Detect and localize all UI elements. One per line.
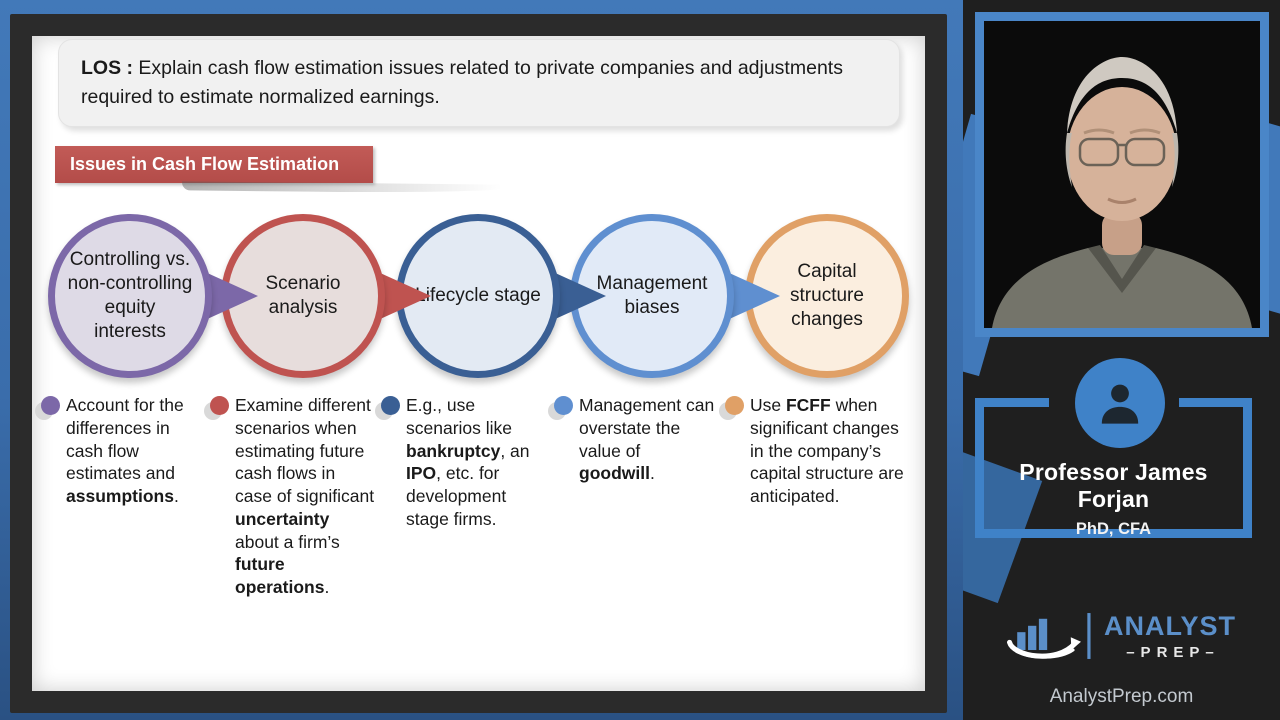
presenter-portrait: [984, 21, 1260, 328]
logo-wordmark: ANALYST –PREP–: [1104, 611, 1236, 661]
los-text: Explain cash flow estimation issues rela…: [81, 57, 843, 108]
note-capital-structure: Use FCFF when significant changes in the…: [719, 394, 907, 508]
section-banner: Issues in Cash Flow Estimation: [55, 146, 373, 183]
node-title: Scenario analysis: [265, 273, 341, 318]
node-circle: Controlling vs. non-controlling equity i…: [48, 214, 212, 378]
avatar: [1075, 358, 1165, 448]
professor-credentials: PhD, CFA: [1075, 520, 1152, 538]
website-link[interactable]: AnalystPrep.com: [1049, 686, 1194, 707]
note-text: Examine different scenarios when estimat…: [235, 395, 375, 597]
bullet-sphere-icon: [375, 396, 400, 420]
diagram-node-controlling-interests: Controlling vs. non-controlling equity i…: [48, 214, 258, 378]
professor-name: Professor James Forjan: [1019, 459, 1208, 512]
bullet-sphere-icon: [548, 396, 573, 420]
logo-prep-text: –PREP–: [1126, 644, 1220, 661]
logo-chart-icon: [1006, 613, 1091, 659]
note-controlling-interests: Account for the differences in cash flow…: [35, 394, 203, 508]
note-text: E.g., use scenarios like bankruptcy, an …: [406, 395, 530, 529]
bullet-sphere-icon: [204, 396, 229, 420]
note-text: Management can overstate the value of go…: [579, 395, 715, 484]
los-label: LOS :: [81, 57, 133, 79]
presenter-video[interactable]: [975, 12, 1269, 337]
slide-frame: LOS : Explain cash flow estimation issue…: [10, 14, 947, 713]
analystprep-logo: ANALYST –PREP–: [963, 596, 1280, 676]
node-title: Management biases: [596, 273, 708, 318]
bullet-sphere-icon: [719, 396, 744, 420]
note-scenario-analysis: Examine different scenarios when estimat…: [204, 394, 376, 599]
note-lifecycle-stage: E.g., use scenarios like bankruptcy, an …: [375, 394, 551, 531]
bullet-sphere-icon: [35, 396, 60, 420]
logo-analyst-text: ANALYST: [1103, 611, 1237, 641]
banner-shadow: [181, 181, 503, 194]
note-text: Account for the differences in cash flow…: [66, 395, 184, 506]
node-title: Lifecycle stage: [415, 285, 541, 307]
los-box: LOS : Explain cash flow estimation issue…: [58, 39, 900, 127]
node-title: Capital structure changes: [790, 261, 864, 330]
person-icon: [1101, 384, 1139, 424]
note-text: Use FCFF when significant changes in the…: [750, 395, 904, 506]
note-management-biases: Management can overstate the value of go…: [548, 394, 720, 485]
slide: LOS : Explain cash flow estimation issue…: [32, 36, 925, 691]
node-title: Controlling vs. non-controlling equity i…: [67, 249, 193, 342]
sidebar: Professor James Forjan PhD, CFA ANALYST: [963, 0, 1280, 720]
